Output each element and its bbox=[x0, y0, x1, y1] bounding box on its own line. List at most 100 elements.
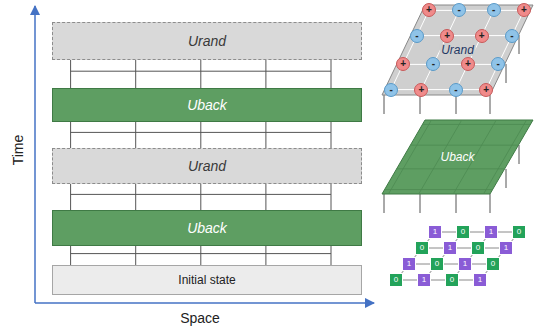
lattice-bond bbox=[444, 264, 458, 265]
lattice-bond bbox=[430, 271, 432, 273]
site-square: 1 bbox=[485, 226, 497, 238]
site-square: 1 bbox=[459, 258, 471, 270]
charge-sign: - bbox=[492, 5, 495, 15]
charge-sign: + bbox=[418, 85, 424, 95]
charge-sign: + bbox=[400, 59, 406, 69]
site-square: 1 bbox=[474, 274, 486, 286]
qubit-wires bbox=[71, 60, 331, 88]
layer-label: Uback bbox=[187, 98, 227, 112]
axis-label: Space bbox=[180, 310, 220, 326]
lattice-bond bbox=[403, 280, 417, 281]
grid-line bbox=[422, 124, 530, 125]
charge-circle: + bbox=[440, 29, 454, 43]
site-value: 1 bbox=[433, 228, 437, 236]
lattice-bond bbox=[402, 271, 404, 273]
grid-line bbox=[410, 35, 518, 36]
charge-circle: + bbox=[475, 29, 489, 43]
lattice-bond bbox=[459, 280, 473, 281]
qubit-wires bbox=[71, 246, 331, 265]
charge-sign: - bbox=[496, 59, 499, 69]
site-square: 1 bbox=[444, 242, 456, 254]
plane-label: Urand bbox=[439, 44, 476, 56]
charge-circle: - bbox=[384, 83, 398, 97]
charge-sign: + bbox=[521, 5, 527, 15]
charge-sign: + bbox=[483, 85, 489, 95]
qubit-wires bbox=[71, 122, 331, 148]
site-value: 1 bbox=[478, 276, 482, 284]
charge-circle: + bbox=[479, 83, 493, 97]
charge-sign: - bbox=[389, 85, 392, 95]
background-layer-box: Uback bbox=[52, 88, 362, 122]
charge-sign: + bbox=[426, 5, 432, 15]
lattice-bond bbox=[456, 239, 458, 241]
grid-line bbox=[397, 64, 505, 65]
random-layer-box: Urand bbox=[52, 22, 362, 60]
grid-line bbox=[410, 145, 518, 146]
lattice-bond bbox=[472, 264, 486, 265]
layer-label: Uback bbox=[187, 221, 227, 235]
charge-circle: - bbox=[491, 57, 505, 71]
time-axis bbox=[34, 6, 36, 303]
site-value: 0 bbox=[491, 260, 495, 268]
lattice-bond bbox=[486, 271, 488, 273]
lattice-bond bbox=[470, 232, 484, 233]
site-value: 1 bbox=[448, 244, 452, 252]
lattice-bond bbox=[498, 232, 512, 233]
random-layer-box: Urand bbox=[52, 148, 362, 184]
site-square: 0 bbox=[513, 226, 525, 238]
charge-sign: + bbox=[465, 59, 471, 69]
initial-state-box: Initial state bbox=[52, 265, 362, 295]
site-value: 1 bbox=[407, 260, 411, 268]
lattice-bond bbox=[484, 239, 486, 241]
plane-surface bbox=[382, 120, 533, 194]
charge-circle: - bbox=[505, 29, 519, 43]
space-axis bbox=[35, 302, 374, 304]
site-value: 0 bbox=[476, 244, 480, 252]
grid-line bbox=[484, 5, 527, 95]
site-square: 0 bbox=[431, 258, 443, 270]
site-square: 0 bbox=[472, 242, 484, 254]
axis-label: Time bbox=[10, 135, 26, 166]
site-square: 1 bbox=[429, 226, 441, 238]
layer-label: Urand bbox=[188, 159, 226, 173]
site-value: 0 bbox=[420, 244, 424, 252]
lattice-bond bbox=[416, 264, 430, 265]
charge-circle: - bbox=[410, 29, 424, 43]
lattice-bond bbox=[458, 271, 460, 273]
charge-circle: + bbox=[517, 3, 531, 17]
site-square: 1 bbox=[418, 274, 430, 286]
grid-line bbox=[422, 10, 530, 11]
lattice-bond bbox=[485, 248, 499, 249]
plane-surface bbox=[382, 5, 533, 95]
lattice-bond bbox=[429, 248, 443, 249]
grid-line bbox=[385, 89, 493, 90]
layer-label: Urand bbox=[188, 34, 226, 48]
lattice-bond bbox=[471, 255, 473, 257]
charge-sign: - bbox=[432, 59, 435, 69]
site-square: 0 bbox=[487, 258, 499, 270]
charge-sign: - bbox=[454, 85, 457, 95]
site-value: 0 bbox=[435, 260, 439, 268]
site-value: 1 bbox=[489, 228, 493, 236]
grid-line bbox=[385, 189, 493, 190]
lattice-plane: Urand+--+-++-+-+--+-+ bbox=[380, 3, 535, 98]
lattice-bond bbox=[499, 255, 501, 257]
plane-label: Uback bbox=[438, 151, 476, 163]
charge-sign: - bbox=[415, 31, 418, 41]
charge-sign: - bbox=[457, 5, 460, 15]
charge-circle: - bbox=[449, 83, 463, 97]
site-square: 1 bbox=[403, 258, 415, 270]
site-value: 1 bbox=[504, 244, 508, 252]
charge-circle: - bbox=[487, 3, 501, 17]
site-value: 0 bbox=[450, 276, 454, 284]
site-value: 0 bbox=[461, 228, 465, 236]
site-value: 0 bbox=[394, 276, 398, 284]
layer-label: Initial state bbox=[178, 274, 235, 286]
lattice-bond bbox=[415, 255, 417, 257]
grid-line bbox=[484, 120, 527, 194]
site-square: 0 bbox=[416, 242, 428, 254]
site-square: 1 bbox=[500, 242, 512, 254]
background-layer-box: Uback bbox=[52, 210, 362, 246]
charge-sign: + bbox=[479, 31, 485, 41]
site-value: 0 bbox=[517, 228, 521, 236]
